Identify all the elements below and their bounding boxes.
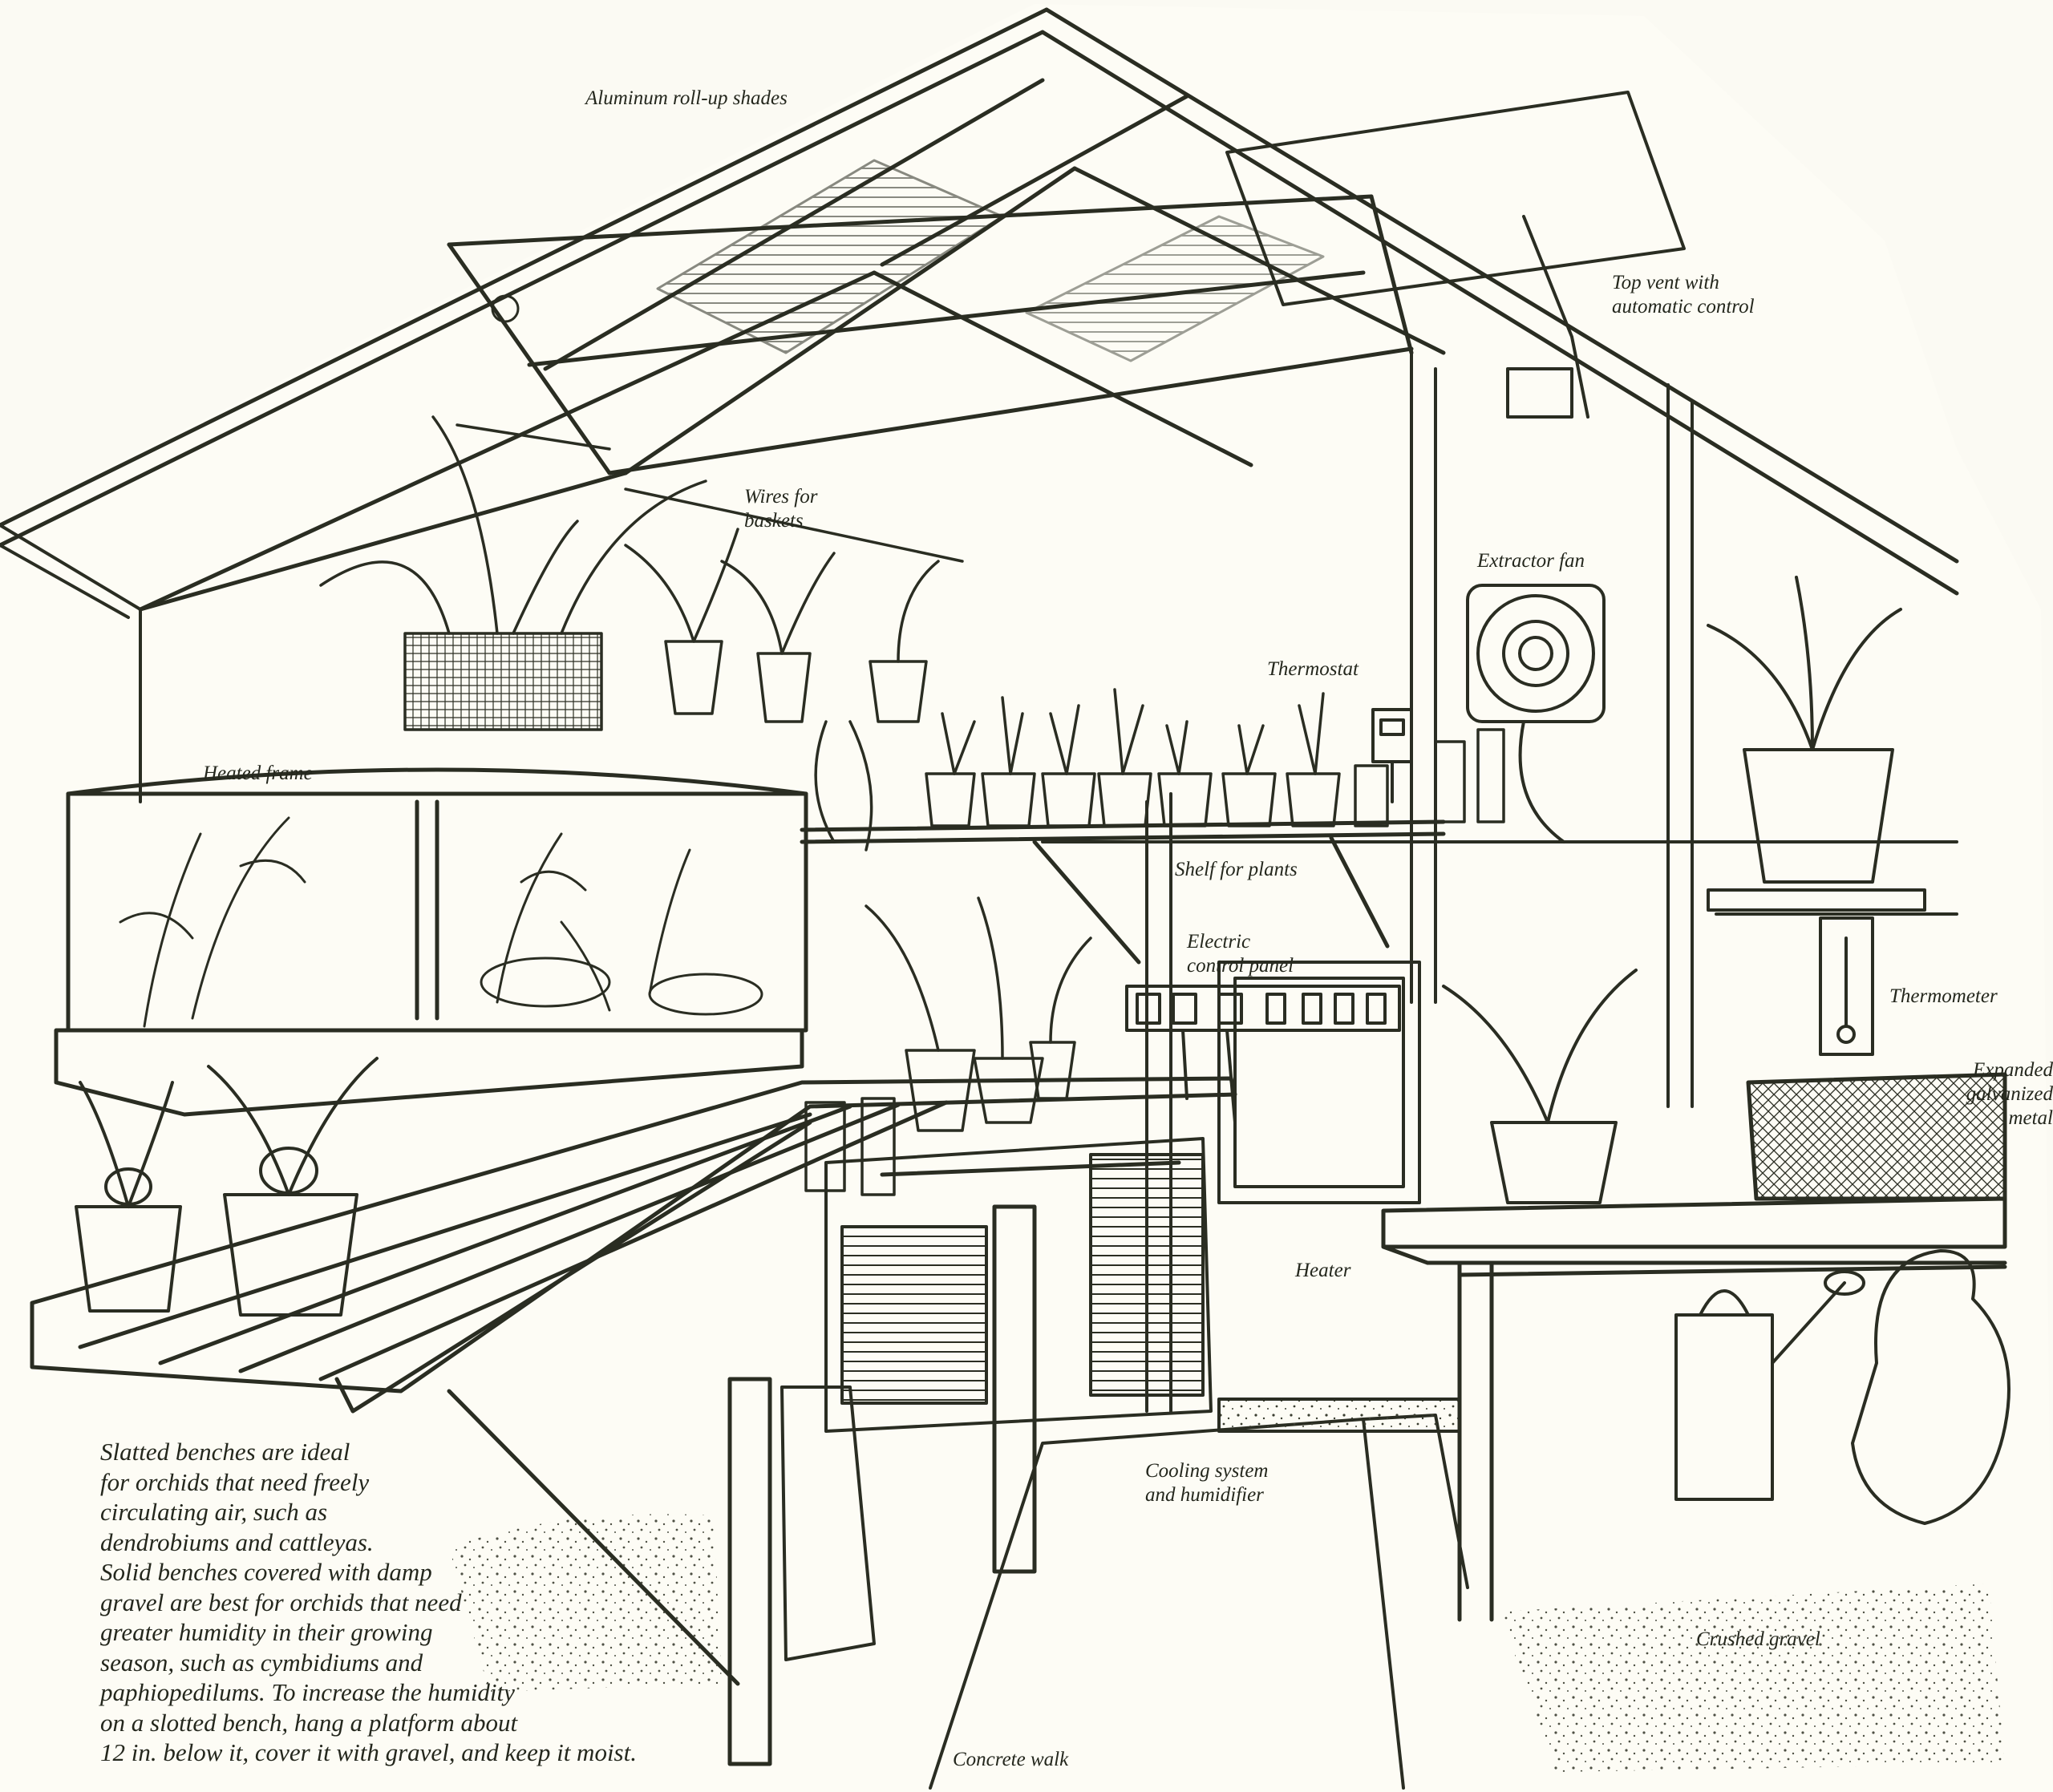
bench-pots	[804, 896, 1092, 1196]
label-control-panel-line2: control panel	[1187, 955, 1294, 977]
roll-up-shades	[491, 159, 1325, 362]
label-top-vent-line2: automatic control	[1612, 296, 1755, 318]
label-wires-line1: Wires for	[744, 486, 818, 508]
shelf-pots	[925, 688, 1505, 827]
label-control-panel: Electric control panel	[1187, 930, 1294, 978]
caption-line-4: dendrobiums and cattleyas.	[100, 1527, 374, 1556]
paper-shape	[0, 4, 2053, 1792]
label-wires-line2: baskets	[744, 510, 804, 532]
label-heater: Heater	[1295, 1260, 1351, 1281]
label-cooling-line1: Cooling system	[1145, 1460, 1269, 1482]
metal-bench	[1381, 1072, 2007, 1622]
label-shelf: Shelf for plants	[1175, 859, 1298, 880]
extractor-fan	[1466, 584, 1606, 843]
caption-line-11: 12 in. below it, cover it with gravel, a…	[100, 1738, 637, 1766]
caption-line-6: gravel are best for orchids that need	[100, 1588, 462, 1616]
label-thermostat: Thermostat	[1267, 658, 1359, 680]
label-walk: Concrete walk	[953, 1749, 1069, 1770]
thermometer	[1715, 912, 1958, 1056]
floor	[780, 1385, 1469, 1790]
frame-plants	[119, 816, 763, 1028]
label-heated-frame: Heated frame	[203, 763, 313, 784]
label-metal: Expanded galvanized metal	[1941, 1058, 2053, 1131]
top-vent	[1225, 91, 1686, 419]
caption-line-3: circulating air, such as	[100, 1498, 328, 1526]
label-metal-line3: metal	[2008, 1107, 2053, 1129]
label-top-vent-line1: Top vent with	[1612, 272, 1719, 293]
caption-line-2: for orchids that need freely	[100, 1467, 370, 1496]
watering-can	[1674, 1270, 1865, 1501]
label-control-panel-line1: Electric	[1187, 931, 1251, 953]
caption-line-1: Slatted benches are ideal	[100, 1438, 350, 1466]
label-thermometer: Thermometer	[1889, 985, 1998, 1007]
right-pots	[1442, 576, 1926, 1204]
caption-line-10: on a slotted bench, hang a platform abou…	[100, 1708, 518, 1737]
label-gravel: Crushed gravel	[1696, 1628, 1820, 1650]
front-pots	[75, 1057, 379, 1317]
cooling-system	[824, 1137, 1213, 1433]
caption-line-7: greater humidity in their growing	[100, 1618, 433, 1646]
caption-line-9: paphiopedilums. To increase the humidity	[100, 1678, 515, 1706]
gravel-right	[1500, 1584, 2005, 1772]
label-roll-up-shades: Aluminum roll-up shades	[585, 87, 788, 109]
gravel-bag	[1851, 1249, 2010, 1525]
thermostat	[1371, 708, 1413, 803]
caption-line-5: Solid benches covered with damp	[100, 1558, 432, 1586]
label-extractor-fan: Extractor fan	[1477, 550, 1585, 572]
hanging-baskets	[319, 415, 964, 852]
caption: Slatted benches are ideal for orchids th…	[100, 1437, 637, 1768]
label-wires: Wires for baskets	[744, 485, 817, 533]
label-metal-line2: galvanized	[1966, 1083, 2053, 1105]
label-cooling: Cooling system and humidifier	[1145, 1459, 1268, 1507]
label-cooling-line2: and humidifier	[1145, 1484, 1264, 1506]
caption-line-8: season, such as cymbidiums and	[100, 1648, 423, 1677]
gravel-left	[449, 1514, 722, 1692]
label-top-vent: Top vent with automatic control	[1612, 271, 1755, 319]
label-metal-line1: Expanded	[1973, 1059, 2053, 1081]
heated-frame	[54, 767, 808, 1117]
electric-control-panel	[1125, 985, 1401, 1124]
walls	[0, 351, 1958, 1413]
